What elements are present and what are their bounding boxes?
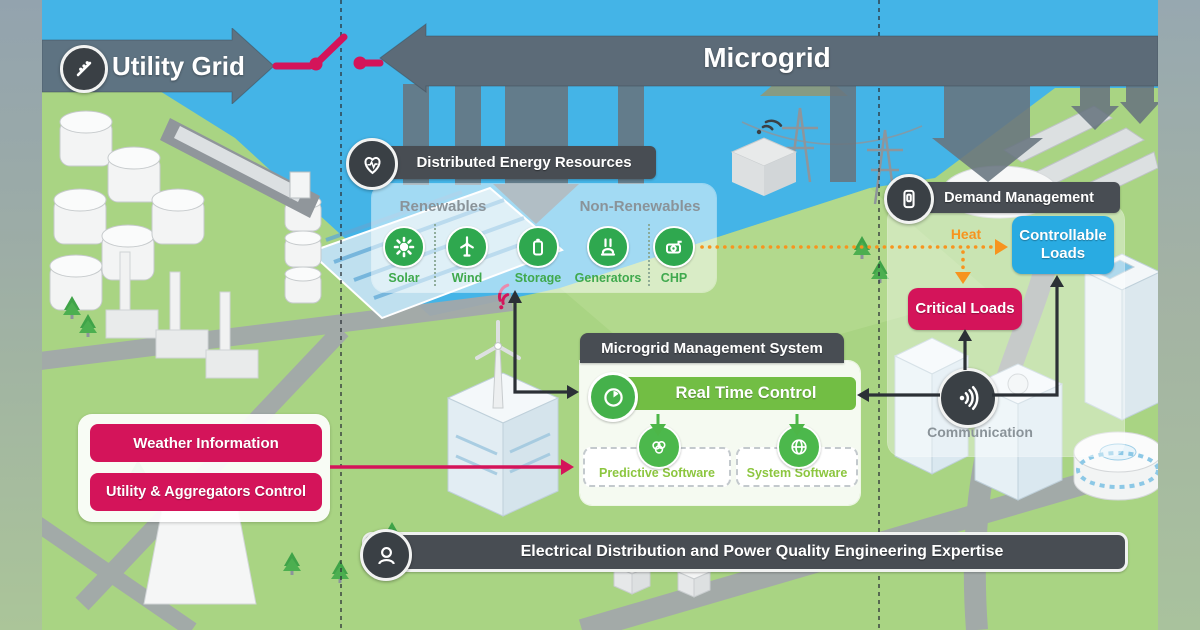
resource-label: CHP	[660, 271, 688, 285]
pylons	[741, 107, 923, 205]
communication-label: Communication	[927, 424, 1033, 440]
resource-wind: Wind	[432, 226, 502, 285]
footer-banner: Electrical Distribution and Power Qualit…	[362, 532, 1128, 572]
heart-pulse-icon	[346, 138, 398, 190]
tanker-ship	[160, 118, 320, 218]
utility-aggregators-label: Utility & Aggregators Control	[105, 484, 307, 500]
resource-generators: Generators	[573, 226, 643, 285]
weather-information-box: Weather Information	[90, 424, 322, 462]
controllable-loads-box: Controllable Loads	[1012, 216, 1114, 274]
microgrid-arrow	[379, 23, 1158, 93]
zone-divider-left	[340, 0, 342, 630]
generator-icon	[587, 226, 629, 268]
renewables-group-label: Renewables	[399, 198, 487, 215]
right-gradient-edge	[1158, 0, 1200, 630]
resource-label: Storage	[514, 271, 562, 285]
utility-aggregators-box: Utility & Aggregators Control	[90, 473, 322, 511]
meter-icon	[884, 174, 934, 224]
predictive-brain-icon	[637, 425, 681, 469]
system-software-label: System Software	[746, 466, 848, 480]
chp-engine-icon	[653, 226, 695, 268]
microgrid-label: Microgrid	[703, 42, 831, 73]
demand-title: Demand Management	[944, 189, 1094, 206]
utility-grid-label: Utility Grid	[112, 51, 245, 81]
resource-storage: Storage	[503, 226, 573, 285]
predictive-software-label: Predictive Software	[598, 466, 715, 480]
zone-divider-right	[878, 0, 880, 630]
resource-label: Generators	[574, 271, 642, 285]
sun-icon	[383, 226, 425, 268]
battery-icon	[517, 226, 559, 268]
engineer-person-icon	[360, 529, 412, 581]
der-separator	[434, 224, 436, 286]
office-building	[446, 372, 560, 517]
timer-icon	[588, 372, 638, 422]
der-separator	[648, 224, 650, 286]
communication-icon	[938, 368, 998, 428]
real-time-control-label: Real Time Control	[675, 384, 817, 402]
resource-chp: CHP	[639, 226, 709, 285]
system-globe-icon	[777, 425, 821, 469]
critical-loads-box: Critical Loads	[908, 288, 1022, 330]
non-renewables-group-label: Non-Renewables	[579, 198, 701, 215]
critical-loads-label: Critical Loads	[915, 300, 1015, 317]
resource-solar: Solar	[369, 226, 439, 285]
power-line-icon	[60, 45, 108, 93]
factory-shed	[730, 119, 798, 196]
round-building	[1073, 431, 1158, 501]
der-title: Distributed Energy Resources	[416, 154, 632, 171]
open-switch-icon	[272, 33, 384, 71]
resource-label: Solar	[388, 271, 420, 285]
wind-turbine	[475, 320, 521, 409]
real-time-control-bar: Real Time Control	[618, 377, 856, 410]
demand-banner: Demand Management	[908, 182, 1120, 213]
mms-banner: Microgrid Management System	[580, 333, 844, 363]
left-gradient-edge	[0, 0, 42, 630]
controllable-loads-label: Controllable Loads	[1019, 227, 1107, 262]
wind-turbine-icon	[446, 226, 488, 268]
wifi-icon	[756, 119, 783, 135]
mms-title: Microgrid Management System	[601, 339, 823, 357]
footer-title: Electrical Distribution and Power Qualit…	[520, 543, 1004, 560]
weather-information-label: Weather Information	[133, 434, 279, 452]
tank-farm	[49, 110, 322, 311]
tall-building	[1083, 253, 1158, 421]
resource-label: Wind	[451, 271, 483, 285]
der-banner: Distributed Energy Resources	[378, 146, 656, 179]
heat-label: Heat	[950, 226, 982, 242]
power-plant	[105, 251, 259, 379]
